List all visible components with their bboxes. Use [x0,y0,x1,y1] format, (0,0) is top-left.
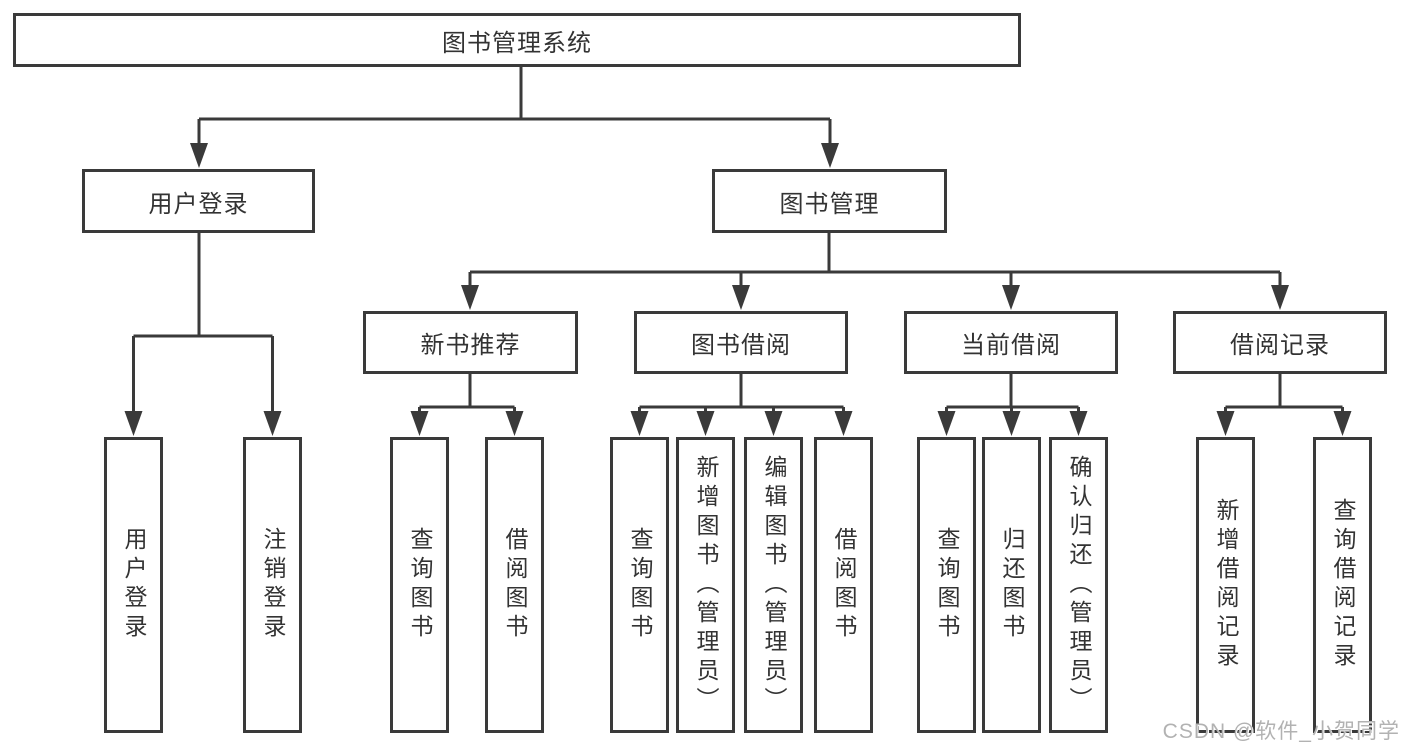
leaf-add-borrow-record: 新增借阅记录 [1196,437,1255,733]
leaf-return-books-label: 归还图书 [999,527,1025,643]
leaf-borrow-query-books-label: 查询图书 [627,527,653,643]
node-book-borrow-label: 图书借阅 [691,332,791,359]
leaf-add-books-admin: 新增图书（管理员） [676,437,735,733]
csdn-watermark: CSDN @软件_小贺同学 [1162,720,1400,743]
node-new-book-recommend-label: 新书推荐 [420,332,521,359]
leaf-query-borrow-record-label: 查询借阅记录 [1330,498,1356,672]
leaf-logout: 注销登录 [243,437,302,733]
leaf-borrow-query-books: 查询图书 [610,437,669,733]
leaf-recommend-borrow-books: 借阅图书 [485,437,544,733]
leaf-borrow-books-label: 借阅图书 [831,527,857,643]
leaf-logout-label: 注销登录 [260,527,286,643]
node-book-management-module: 图书管理 [712,169,947,233]
leaf-recommend-borrow-books-label: 借阅图书 [502,527,528,643]
leaf-return-books: 归还图书 [982,437,1041,733]
node-user-login-module: 用户登录 [82,169,315,233]
node-current-borrow: 当前借阅 [904,311,1118,374]
leaf-edit-books-admin-label: 编辑图书（管理员） [761,454,787,716]
leaf-user-login-label: 用户登录 [121,527,147,643]
leaf-user-login: 用户登录 [104,437,163,733]
leaf-query-borrow-record: 查询借阅记录 [1313,437,1372,733]
leaf-recommend-query-books: 查询图书 [390,437,449,733]
node-borrow-records-label: 借阅记录 [1230,332,1330,359]
leaf-recommend-query-books-label: 查询图书 [407,527,433,643]
leaf-add-books-admin-label: 新增图书（管理员） [693,454,719,716]
node-borrow-records: 借阅记录 [1173,311,1387,374]
leaf-add-borrow-record-label: 新增借阅记录 [1213,498,1239,672]
node-user-login-label: 用户登录 [148,190,249,218]
leaf-current-query-books-label: 查询图书 [934,527,960,643]
node-root-system: 图书管理系统 [13,13,1021,67]
leaf-current-query-books: 查询图书 [917,437,976,733]
leaf-confirm-return-admin: 确认归还（管理员） [1049,437,1108,733]
node-book-borrow: 图书借阅 [634,311,848,374]
node-book-management-label: 图书管理 [779,190,880,218]
node-current-borrow-label: 当前借阅 [961,332,1061,359]
node-new-book-recommend: 新书推荐 [363,311,578,374]
node-root-label: 图书管理系统 [442,29,592,57]
leaf-confirm-return-admin-label: 确认归还（管理员） [1066,454,1092,716]
leaf-borrow-books: 借阅图书 [814,437,873,733]
leaf-edit-books-admin: 编辑图书（管理员） [744,437,803,733]
